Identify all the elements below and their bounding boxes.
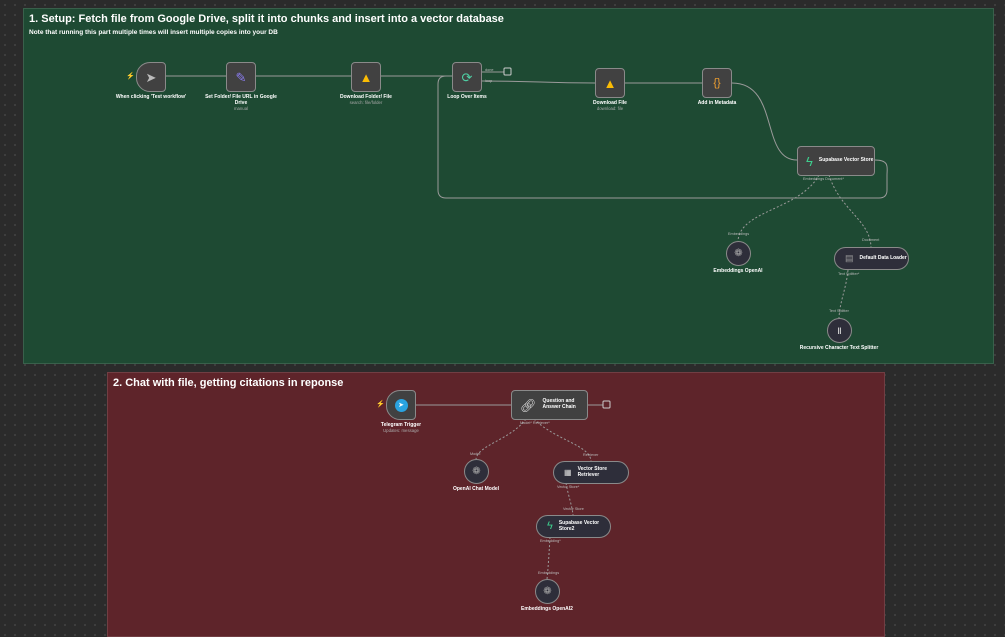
node-embeddings-openai2[interactable]: ❁ (535, 579, 560, 604)
node-label: Loop Over Items (447, 94, 487, 100)
wire (533, 418, 592, 462)
cursor-icon: ➤ (145, 69, 157, 85)
port-label: Retriever (583, 453, 599, 457)
node-loop-over-items[interactable]: ⟳ (452, 62, 482, 92)
port-label: Embeddings (728, 232, 750, 236)
wire (565, 482, 574, 516)
google-drive-icon: ▲ (359, 69, 373, 85)
wire (437, 75, 888, 199)
splitter-icon: ‖ (837, 325, 842, 336)
node-label: Supabase Vector Store2 (558, 519, 600, 532)
wire (731, 82, 798, 161)
braces-icon: {} (713, 76, 721, 89)
node-label: Question and Answer Chain (542, 398, 576, 410)
node-label: Default Data Loader (859, 254, 907, 261)
port-label: Model* Retriever* (520, 421, 550, 425)
port-label: Embeddings Document* (803, 177, 844, 181)
node-default-data-loader[interactable]: ▤ Default Data Loader (834, 247, 909, 270)
link-icon: 🔗︎ (520, 397, 537, 413)
port-label: Text Splitter* (838, 272, 860, 276)
wire (546, 536, 551, 580)
node-embeddings-openai[interactable]: ❁ (726, 241, 751, 266)
node-qa-chain[interactable]: 🔗︎ Question and Answer Chain (511, 390, 588, 420)
section-title: 2. Chat with file, getting citations in … (113, 377, 344, 389)
sticky-note-setup[interactable]: 1. Setup: Fetch file from Google Drive, … (23, 8, 994, 364)
port-label: Text Splitter (829, 309, 849, 313)
node-label: Add in Metadata (697, 100, 737, 106)
add-icon (602, 400, 611, 409)
node-telegram-trigger[interactable]: ➤ (386, 390, 416, 420)
wire (828, 174, 872, 248)
add-icon (503, 67, 512, 76)
wire (838, 269, 849, 319)
node-label: Recursive Character Text Splitter (799, 345, 879, 351)
node-supabase-vector-store[interactable]: ϟ Supabase Vector Store (797, 146, 875, 176)
port-label: Embedding* (540, 539, 561, 543)
node-vector-store-retriever[interactable]: ▦ Vector Store Retriever (553, 461, 629, 484)
pencil-icon: ✎ (235, 69, 247, 85)
supabase-icon: ϟ (806, 153, 813, 169)
section-note: Note that running this part multiple tim… (29, 29, 278, 36)
node-set-folder-url[interactable]: ✎ (226, 62, 256, 92)
telegram-icon: ➤ (394, 398, 408, 412)
node-label: OpenAI Chat Model (452, 486, 500, 492)
port-label: Embeddings (538, 571, 560, 575)
node-manual-trigger[interactable]: ➤ (136, 62, 166, 92)
node-add-metadata[interactable]: {} (702, 68, 732, 98)
port-label: Vector Store (563, 507, 584, 511)
document-icon: ▤ (845, 253, 854, 263)
openai-icon: ❁ (543, 586, 552, 597)
port-label: Vector Store* (557, 485, 580, 489)
node-label: Embeddings OpenAI (713, 268, 763, 274)
loop-icon: ⟳ (461, 69, 473, 85)
wire (737, 174, 820, 242)
node-openai-chat-model[interactable]: ❁ (464, 459, 489, 484)
node-download-file[interactable]: ▲ (595, 68, 625, 98)
trigger-bolt-icon: ⚡ (376, 401, 385, 408)
node-recursive-text-splitter[interactable]: ‖ (827, 318, 852, 343)
wire (475, 418, 527, 460)
openai-icon: ❁ (734, 248, 743, 259)
node-label: Embeddings OpenAI2 (521, 606, 573, 612)
google-drive-icon: ▲ (603, 75, 617, 91)
section-title: 1. Setup: Fetch file from Google Drive, … (29, 13, 504, 25)
node-label: When clicking 'Test workflow' (115, 94, 187, 100)
openai-icon: ❁ (472, 466, 481, 477)
node-label: Supabase Vector Store (818, 157, 874, 164)
port-label: done (485, 68, 494, 72)
port-label: loop (485, 79, 493, 83)
node-supabase-vector-store2[interactable]: ϟ Supabase Vector Store2 (536, 515, 611, 538)
node-download-folder[interactable]: ▲ (351, 62, 381, 92)
node-label: Vector Store Retriever (577, 465, 608, 478)
port-label: Document (862, 238, 880, 242)
box-icon: ▦ (564, 468, 572, 477)
wire (481, 80, 596, 84)
supabase-icon: ϟ (547, 520, 553, 532)
port-label: Model (470, 452, 481, 456)
trigger-bolt-icon: ⚡ (126, 73, 135, 80)
